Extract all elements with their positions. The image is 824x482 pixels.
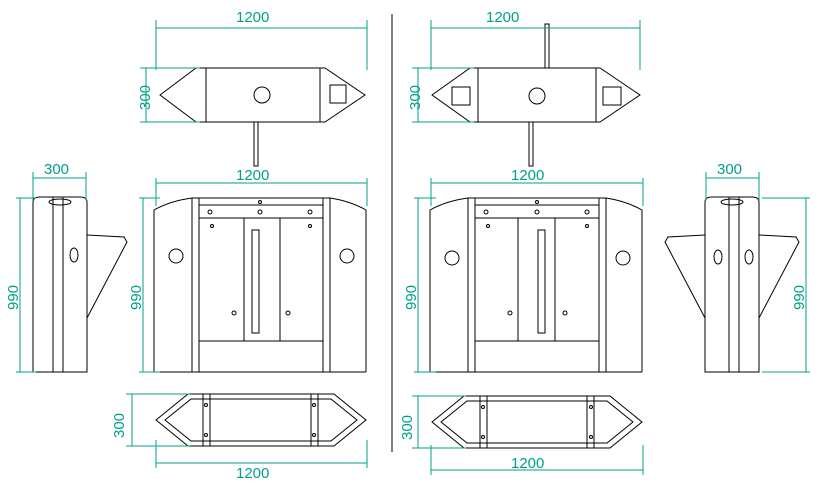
right-top-reader-square-left xyxy=(451,86,471,106)
left-front-sensor-right xyxy=(339,248,355,264)
right-front-center-slot xyxy=(537,229,546,334)
right-side-sensor-right xyxy=(744,249,754,265)
left-side-view: 300 990 xyxy=(5,161,128,373)
left-top-depth-dim-label: 300 xyxy=(137,85,154,110)
left-bottom-depth-dim-label: 300 xyxy=(111,413,128,438)
right-front-sensor-left xyxy=(444,250,460,266)
left-side-width-dim-label: 300 xyxy=(44,161,69,178)
right-top-arm-down xyxy=(528,121,534,167)
left-front-center-slot xyxy=(251,229,260,334)
right-bottom-width-dim-label: 1200 xyxy=(511,455,544,472)
right-top-depth-dim-label: 300 xyxy=(407,85,424,110)
left-front-view: 1200 990 xyxy=(128,167,368,373)
right-bottom-depth-dim-label: 300 xyxy=(399,415,416,440)
right-side-view: 300 990 xyxy=(664,161,810,373)
right-front-view: 1200 990 xyxy=(403,167,644,373)
left-side-column-outline xyxy=(32,196,88,373)
left-side-sensor xyxy=(69,247,79,263)
right-side-wing-right xyxy=(758,234,800,319)
left-top-sensor-circle xyxy=(253,86,271,104)
right-side-height-dim-label: 990 xyxy=(791,285,808,310)
right-side-width-dim-label: 300 xyxy=(717,161,742,178)
right-top-plan-view: 1200 300 xyxy=(407,9,641,167)
left-top-body-outline xyxy=(159,67,366,123)
left-side-wing xyxy=(86,234,128,319)
right-bottom-plan-view: 1200 300 xyxy=(399,395,644,475)
right-top-body-outline xyxy=(431,67,641,123)
left-bottom-width-dim-label: 1200 xyxy=(236,465,269,482)
left-top-width-dim-label: 1200 xyxy=(236,9,269,26)
left-top-arm xyxy=(253,121,259,167)
right-top-sensor-circle xyxy=(528,87,546,105)
left-bottom-plan-view: 1200 300 xyxy=(111,393,368,482)
right-side-column-outline xyxy=(704,196,760,373)
left-front-sensor-left xyxy=(168,248,184,264)
right-front-width-dim-label: 1200 xyxy=(511,167,544,184)
left-side-height-dim-label: 990 xyxy=(5,285,22,310)
right-top-reader-square-right xyxy=(602,86,622,106)
left-front-width-dim-label: 1200 xyxy=(236,167,269,184)
right-top-width-dim-label: 1200 xyxy=(486,9,519,26)
right-front-top-panel xyxy=(474,204,600,219)
right-side-sensor-left xyxy=(713,249,723,265)
right-side-wing-left xyxy=(664,234,706,319)
right-top-arm-up xyxy=(544,23,550,69)
right-front-height-dim-label: 990 xyxy=(403,285,420,310)
left-top-reader-square xyxy=(329,84,347,104)
left-front-height-dim-label: 990 xyxy=(128,285,145,310)
left-top-plan-view: 1200 300 xyxy=(137,9,368,167)
left-front-top-panel xyxy=(198,204,324,219)
right-front-sensor-right xyxy=(615,250,631,266)
